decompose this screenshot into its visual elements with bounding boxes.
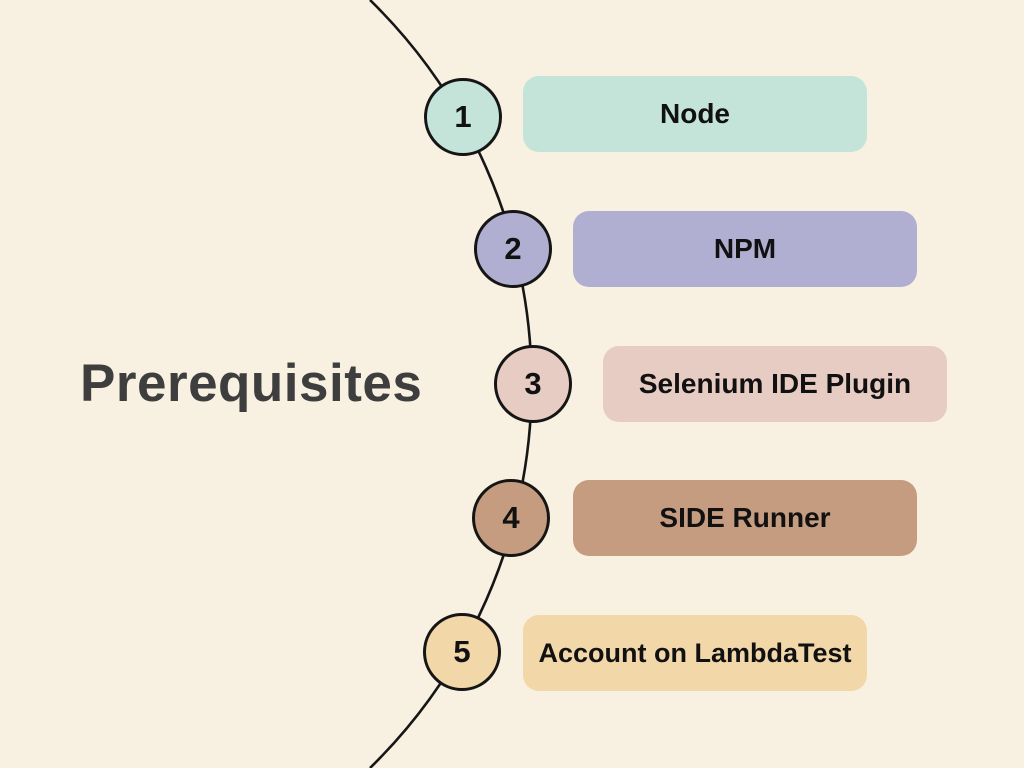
step-1-number: 1 <box>454 99 472 134</box>
step-2-label: NPM <box>713 233 777 264</box>
step-3-number: 3 <box>524 366 542 401</box>
step-2-circle: 2 <box>474 210 552 288</box>
step-1-box: Node <box>523 76 867 152</box>
step-2-box: NPM <box>573 211 917 287</box>
step-2-number: 2 <box>504 231 522 266</box>
step-5-label: Account on LambdaTest <box>538 637 852 668</box>
step-3-box: Selenium IDE Plugin <box>603 346 947 422</box>
page-title: Prerequisites <box>80 354 423 413</box>
step-3-label: Selenium IDE Plugin <box>638 368 912 399</box>
step-4-number: 4 <box>502 500 520 535</box>
step-4-box: SIDE Runner <box>573 480 917 556</box>
step-3-circle: 3 <box>494 345 572 423</box>
step-4-circle: 4 <box>472 479 550 557</box>
step-1-circle: 1 <box>424 78 502 156</box>
step-5-circle: 5 <box>423 613 501 691</box>
step-5-box: Account on LambdaTest <box>523 615 867 691</box>
step-4-label: SIDE Runner <box>659 502 831 533</box>
step-5-number: 5 <box>453 634 471 669</box>
step-1-label: Node <box>660 98 730 129</box>
